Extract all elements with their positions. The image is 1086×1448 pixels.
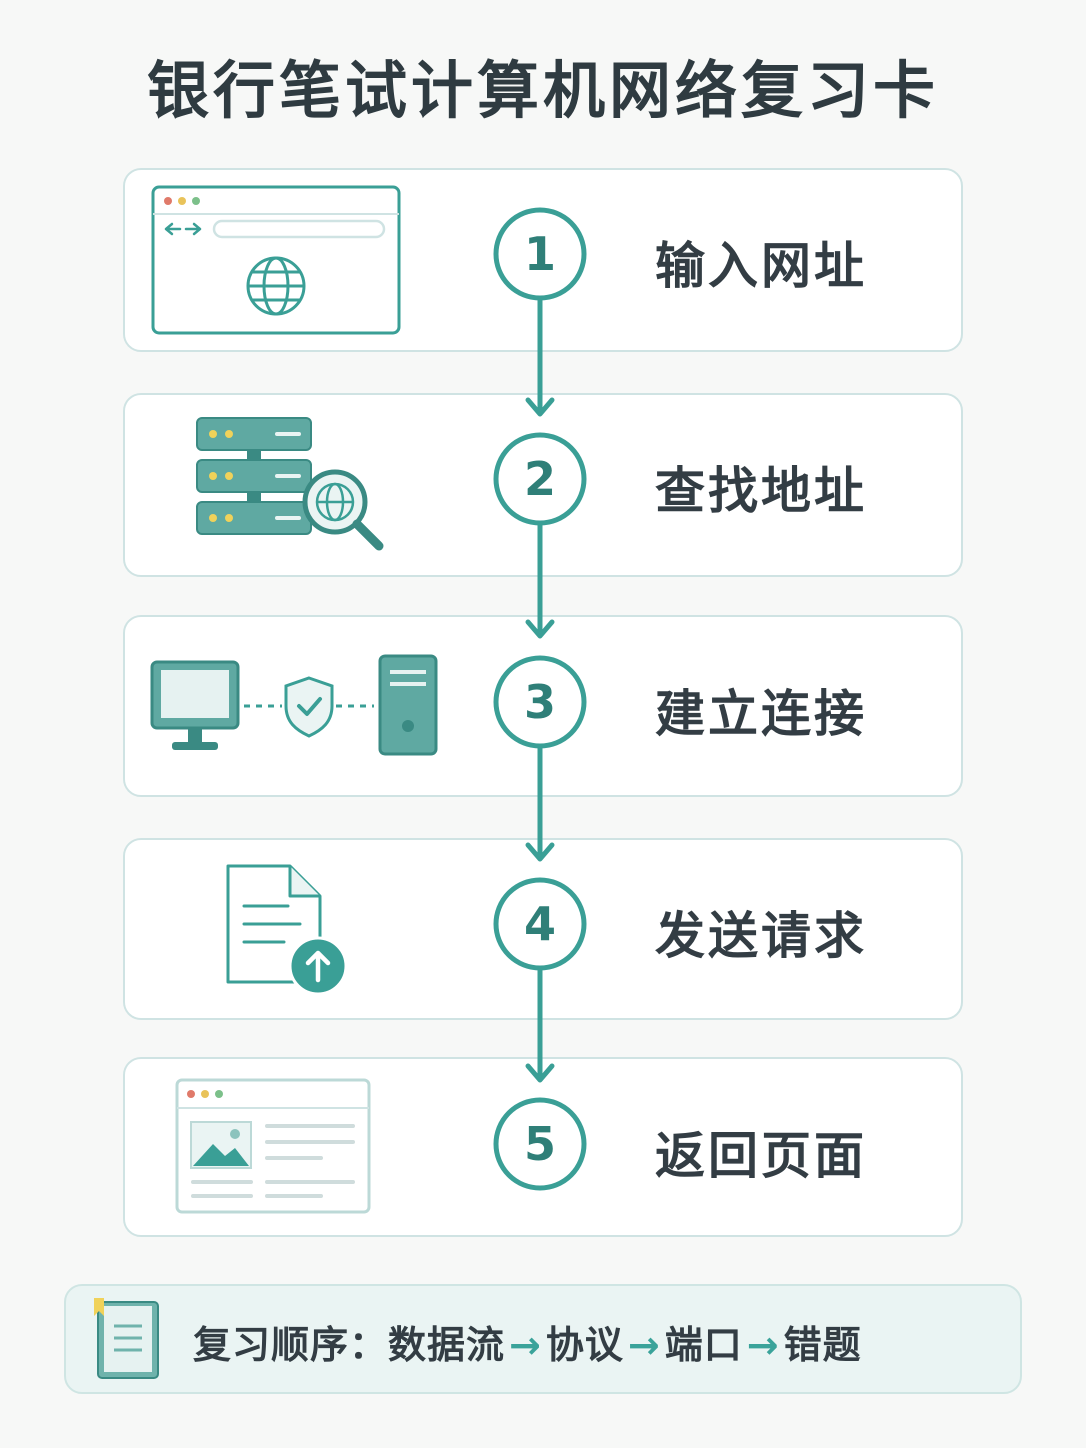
review-item-2: 协议: [545, 1323, 624, 1367]
review-item-1: 数据流: [388, 1323, 506, 1367]
webpage-icon: [175, 1078, 371, 1214]
step-label-2: 查找地址: [655, 462, 867, 520]
review-arrow-3: →: [746, 1323, 780, 1367]
review-arrow-2: →: [627, 1323, 661, 1367]
review-item-4: 错题: [783, 1323, 862, 1367]
review-arrow-1: →: [509, 1323, 542, 1367]
page-title: 银行笔试计算机网络复习卡: [146, 54, 939, 127]
step-circle-2: [493, 432, 587, 526]
review-order-prefix: 复习顺序：: [193, 1323, 389, 1367]
step-circle-5: [493, 1097, 587, 1191]
arrow-head-3-4: [525, 842, 555, 862]
document-upload-icon: [226, 864, 348, 996]
step-circle-3: [493, 655, 587, 749]
browser-globe-icon: [151, 185, 401, 335]
step-label-1: 输入网址: [655, 237, 867, 295]
step-circle-1: [493, 207, 587, 301]
server-search-icon: [196, 417, 384, 551]
step-label-5: 返回页面: [655, 1127, 867, 1185]
step-label-4: 发送请求: [655, 907, 867, 965]
book-icon: [94, 1298, 159, 1379]
step-circle-4: [493, 877, 587, 971]
review-order-panel: [64, 1284, 1022, 1394]
arrow-head-1-2: [525, 397, 555, 417]
secure-connection-icon: [150, 654, 438, 756]
step-number-3: 3: [524, 675, 556, 729]
arrow-head-2-3: [525, 619, 555, 639]
step-number-1: 1: [524, 227, 556, 281]
step-number-5: 5: [524, 1117, 556, 1171]
step-number-4: 4: [524, 897, 556, 951]
arrow-head-4-5: [525, 1063, 555, 1083]
step-number-2: 2: [524, 452, 556, 506]
review-item-3: 端口: [664, 1323, 743, 1367]
review-order-text: 复习顺序：数据流→协议→端口→错题: [193, 1314, 862, 1369]
step-label-3: 建立连接: [655, 685, 867, 743]
